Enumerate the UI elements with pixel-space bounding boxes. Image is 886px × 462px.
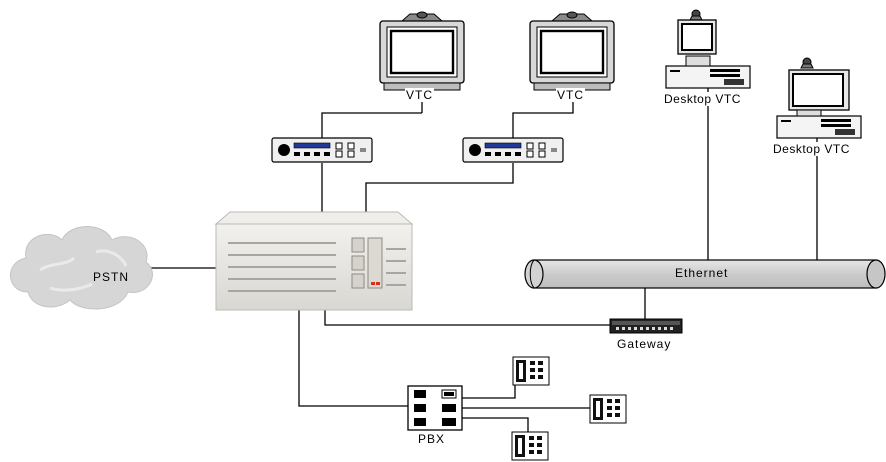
camera-icon (400, 11, 444, 22)
pstn-cloud-icon (10, 226, 153, 310)
gateway-device-icon (609, 318, 683, 334)
vtc-monitor-left (379, 11, 465, 91)
camera-icon (800, 57, 814, 69)
desktop-vtc-top (665, 9, 751, 89)
pbx-switch-icon (407, 385, 463, 431)
codec-unit-left (271, 137, 373, 163)
desktop-vtc-top-label: Desktop VTC (663, 92, 742, 106)
vtc-left-label: VTC (405, 88, 434, 102)
telephone-icon-bottom (511, 431, 549, 461)
vtc-right-label: VTC (556, 88, 585, 102)
gateway-label: Gateway (617, 337, 672, 351)
mcu-rack-server (214, 211, 414, 311)
pstn-label: PSTN (93, 270, 130, 284)
desktop-vtc-right-label: Desktop VTC (772, 142, 851, 156)
ethernet-label: Ethernet (675, 266, 729, 280)
desktop-vtc-right (776, 57, 862, 139)
telephone-icon-top (512, 356, 550, 386)
ethernet-bus-pipe (524, 259, 886, 289)
telephone-icon-middle (589, 394, 627, 424)
pbx-label: PBX (418, 432, 446, 446)
vtc-monitor-right (529, 11, 615, 91)
camera-icon (550, 11, 594, 22)
camera-icon (689, 9, 703, 21)
codec-unit-right (462, 137, 564, 163)
